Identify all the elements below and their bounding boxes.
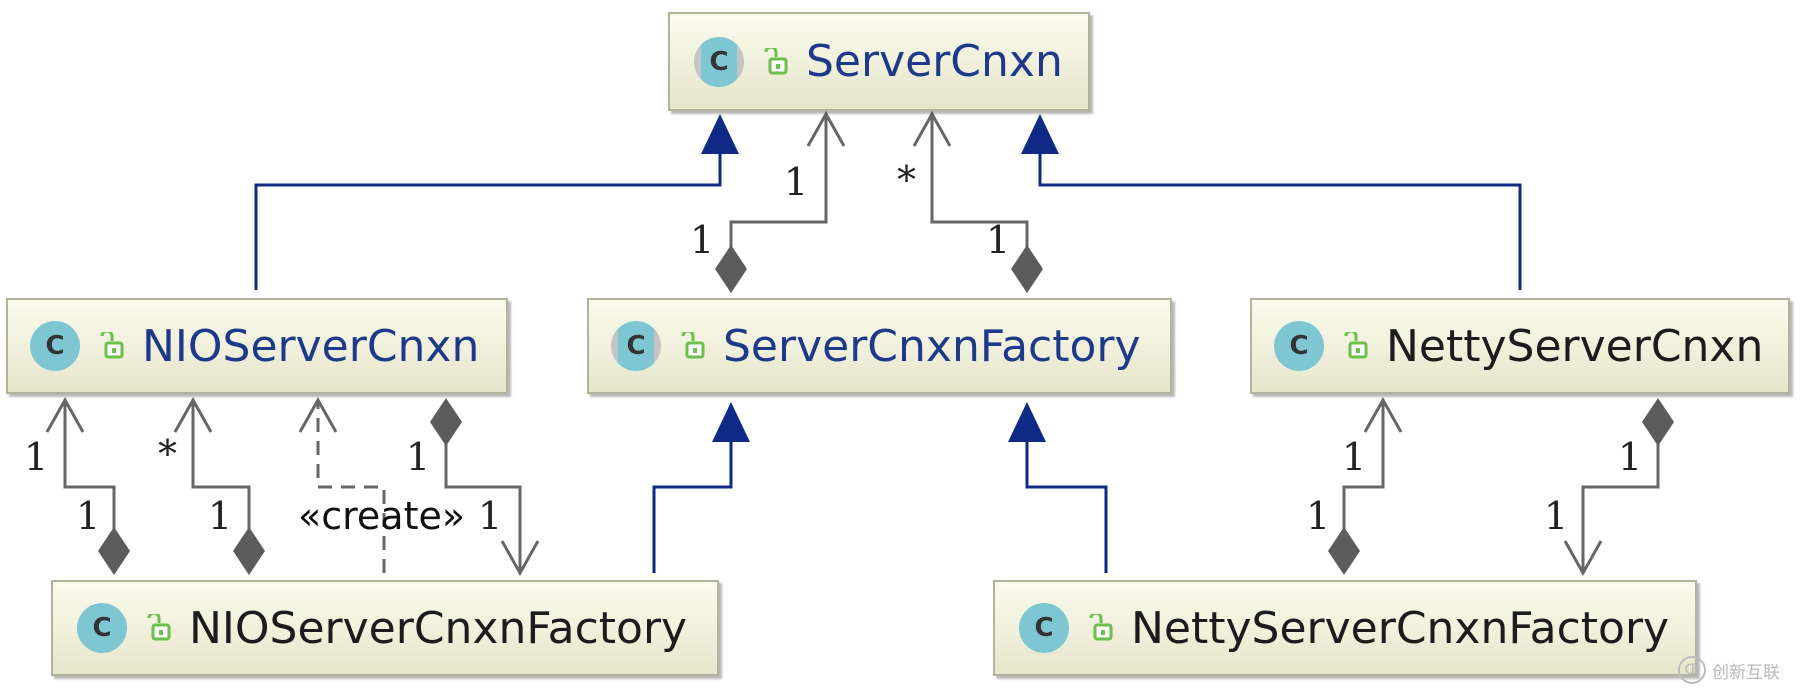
open-arrowhead-nio-cnxn-create <box>298 396 338 433</box>
inheritance-line-nio-server-cnxn <box>254 152 722 290</box>
watermark-logo-icon: Œ <box>1678 656 1706 684</box>
association-line-nio-factory-to-nio-cnxn-many <box>191 400 251 531</box>
class-node-netty-server-cnxn[interactable]: C NettyServerCnxn <box>1250 298 1790 394</box>
multiplicity-label: 1 <box>406 435 431 479</box>
lock-open-icon <box>1089 614 1113 641</box>
composition-diamond-factory-1 <box>715 245 747 293</box>
inheritance-line-netty-server-cnxn <box>1038 152 1522 290</box>
association-line-nio-cnxn-to-nio-factory <box>444 442 522 573</box>
multiplicity-label: 1 <box>1618 435 1643 479</box>
multiplicity-label: 1 <box>76 494 101 538</box>
class-icon-letter: C <box>92 613 112 643</box>
class-icon-letter: C <box>709 46 729 77</box>
inheritance-arrowhead-factory-left <box>712 402 750 442</box>
multiplicity-label: 1 <box>690 218 715 262</box>
multiplicity-label: 1 <box>478 494 503 538</box>
lock-open-icon <box>100 332 124 359</box>
lock-open-icon <box>147 614 171 641</box>
create-stereotype-label: «create» <box>298 494 466 538</box>
inheritance-line-netty-factory <box>1025 442 1108 573</box>
class-icon-letter: C <box>626 331 646 361</box>
abstract-class-icon: C <box>611 321 661 371</box>
watermark: Œ 创新互联 <box>1678 656 1780 684</box>
open-arrowhead-server-cnxn-1 <box>806 110 846 147</box>
multiplicity-label: * <box>158 432 177 476</box>
class-node-nio-server-cnxn[interactable]: C NIOServerCnxn <box>6 298 508 394</box>
open-arrowhead-nio-cnxn-many <box>173 396 213 433</box>
watermark-text: 创新互联 <box>1712 662 1780 683</box>
class-icon: C <box>1274 321 1324 371</box>
lock-open-icon <box>681 332 705 359</box>
inheritance-arrowhead-factory-right <box>1008 402 1046 442</box>
association-line-netty-cnxn-to-netty-factory <box>1581 442 1660 573</box>
class-node-server-cnxn-factory[interactable]: C ServerCnxnFactory <box>587 298 1172 394</box>
class-node-netty-server-cnxn-factory[interactable]: C NettyServerCnxnFactory <box>993 580 1697 676</box>
class-icon-letter: C <box>45 331 65 361</box>
class-name: NIOServerCnxnFactory <box>189 602 688 654</box>
multiplicity-label: 1 <box>24 435 49 479</box>
multiplicity-label: 1 <box>986 218 1011 262</box>
class-name: NettyServerCnxnFactory <box>1131 602 1670 654</box>
composition-diamond-factory-many <box>1011 245 1043 293</box>
class-name: NettyServerCnxn <box>1386 320 1764 372</box>
class-icon: C <box>1019 603 1069 653</box>
multiplicity-label: 1 <box>1306 494 1331 538</box>
create-dependency-line <box>316 400 386 573</box>
class-node-server-cnxn[interactable]: C ServerCnxn <box>668 12 1090 111</box>
inheritance-line-nio-factory <box>652 442 733 573</box>
composition-diamond-netty-factory <box>1328 527 1360 575</box>
inheritance-arrowhead-server-cnxn-right <box>1021 114 1059 154</box>
lock-open-icon <box>1344 332 1368 359</box>
composition-diamond-netty-cnxn <box>1642 398 1674 446</box>
class-name: ServerCnxn <box>806 36 1063 87</box>
open-arrowhead-nio-factory <box>500 540 540 577</box>
open-arrowhead-netty-factory <box>1563 540 1603 577</box>
association-line-nio-factory-to-nio-cnxn-1 <box>63 400 116 531</box>
multiplicity-label: 1 <box>1342 435 1367 479</box>
class-icon: C <box>30 321 80 371</box>
multiplicity-label: 1 <box>1544 494 1569 538</box>
open-arrowhead-server-cnxn-many <box>912 110 952 147</box>
multiplicity-label: * <box>897 158 916 202</box>
composition-diamond-nio-factory-many <box>233 527 265 575</box>
class-icon-letter: C <box>1034 613 1054 643</box>
composition-diamond-nio-cnxn <box>430 398 462 446</box>
association-line-factory-to-server-cnxn-many <box>930 114 1029 255</box>
multiplicity-label: 1 <box>208 494 233 538</box>
composition-diamond-nio-factory-1 <box>98 527 130 575</box>
association-line-factory-to-server-cnxn-1 <box>729 114 828 255</box>
class-name: ServerCnxnFactory <box>723 320 1141 372</box>
class-name: NIOServerCnxn <box>142 320 480 372</box>
lock-open-icon <box>764 47 788 74</box>
open-arrowhead-nio-cnxn-1 <box>45 396 85 433</box>
association-line-netty-factory-to-netty-cnxn <box>1342 400 1385 531</box>
inheritance-arrowhead-server-cnxn-left <box>701 114 739 154</box>
open-arrowhead-netty-cnxn <box>1363 396 1403 433</box>
multiplicity-label: 1 <box>784 160 809 204</box>
class-node-nio-server-cnxn-factory[interactable]: C NIOServerCnxnFactory <box>51 580 719 676</box>
class-icon: C <box>77 603 127 653</box>
class-icon-letter: C <box>1289 331 1309 361</box>
abstract-class-icon: C <box>694 36 744 87</box>
